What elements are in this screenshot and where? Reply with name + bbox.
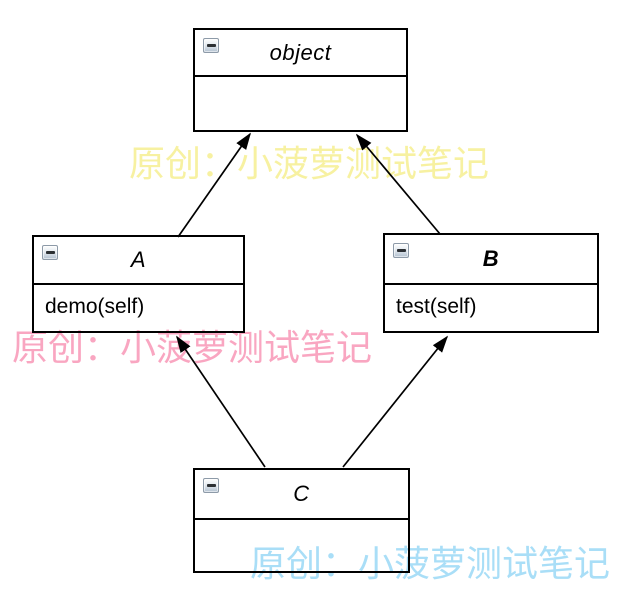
class-box-a[interactable]: A demo(self) — [32, 235, 245, 333]
minus-glyph — [396, 249, 406, 252]
arrow-c-to-a — [176, 335, 266, 468]
minus-icon[interactable] — [203, 478, 219, 493]
class-title-bar: object — [195, 30, 406, 77]
class-title-bar: C — [195, 470, 408, 520]
class-name-b: B — [482, 246, 500, 271]
class-name-object: object — [269, 39, 332, 65]
watermark-pink: 原创：小菠萝测试笔记 — [12, 327, 373, 368]
class-name-c: C — [293, 481, 310, 506]
minus-icon[interactable] — [203, 38, 219, 53]
minus-glyph — [45, 251, 55, 254]
minus-glyph — [206, 484, 216, 487]
class-title-bar: A — [34, 237, 243, 285]
watermark-yellow: 原创：小菠萝测试笔记 — [129, 143, 490, 184]
class-box-object[interactable]: object — [193, 28, 408, 132]
arrow-c-to-b — [342, 335, 449, 468]
class-members-empty — [195, 520, 408, 569]
class-members-empty — [195, 77, 406, 128]
arrow-a-to-object — [177, 132, 251, 238]
class-method-demo: demo(self) — [45, 295, 145, 318]
arrow-b-to-object — [355, 133, 441, 235]
minus-icon[interactable] — [393, 243, 409, 258]
minus-icon[interactable] — [42, 245, 58, 260]
minus-glyph — [206, 44, 216, 47]
class-box-c[interactable]: C — [193, 468, 410, 573]
class-title-bar: B — [385, 235, 597, 285]
class-method-test: test(self) — [396, 295, 477, 318]
class-name-a: A — [130, 247, 147, 272]
class-box-b[interactable]: B test(self) — [383, 233, 599, 333]
